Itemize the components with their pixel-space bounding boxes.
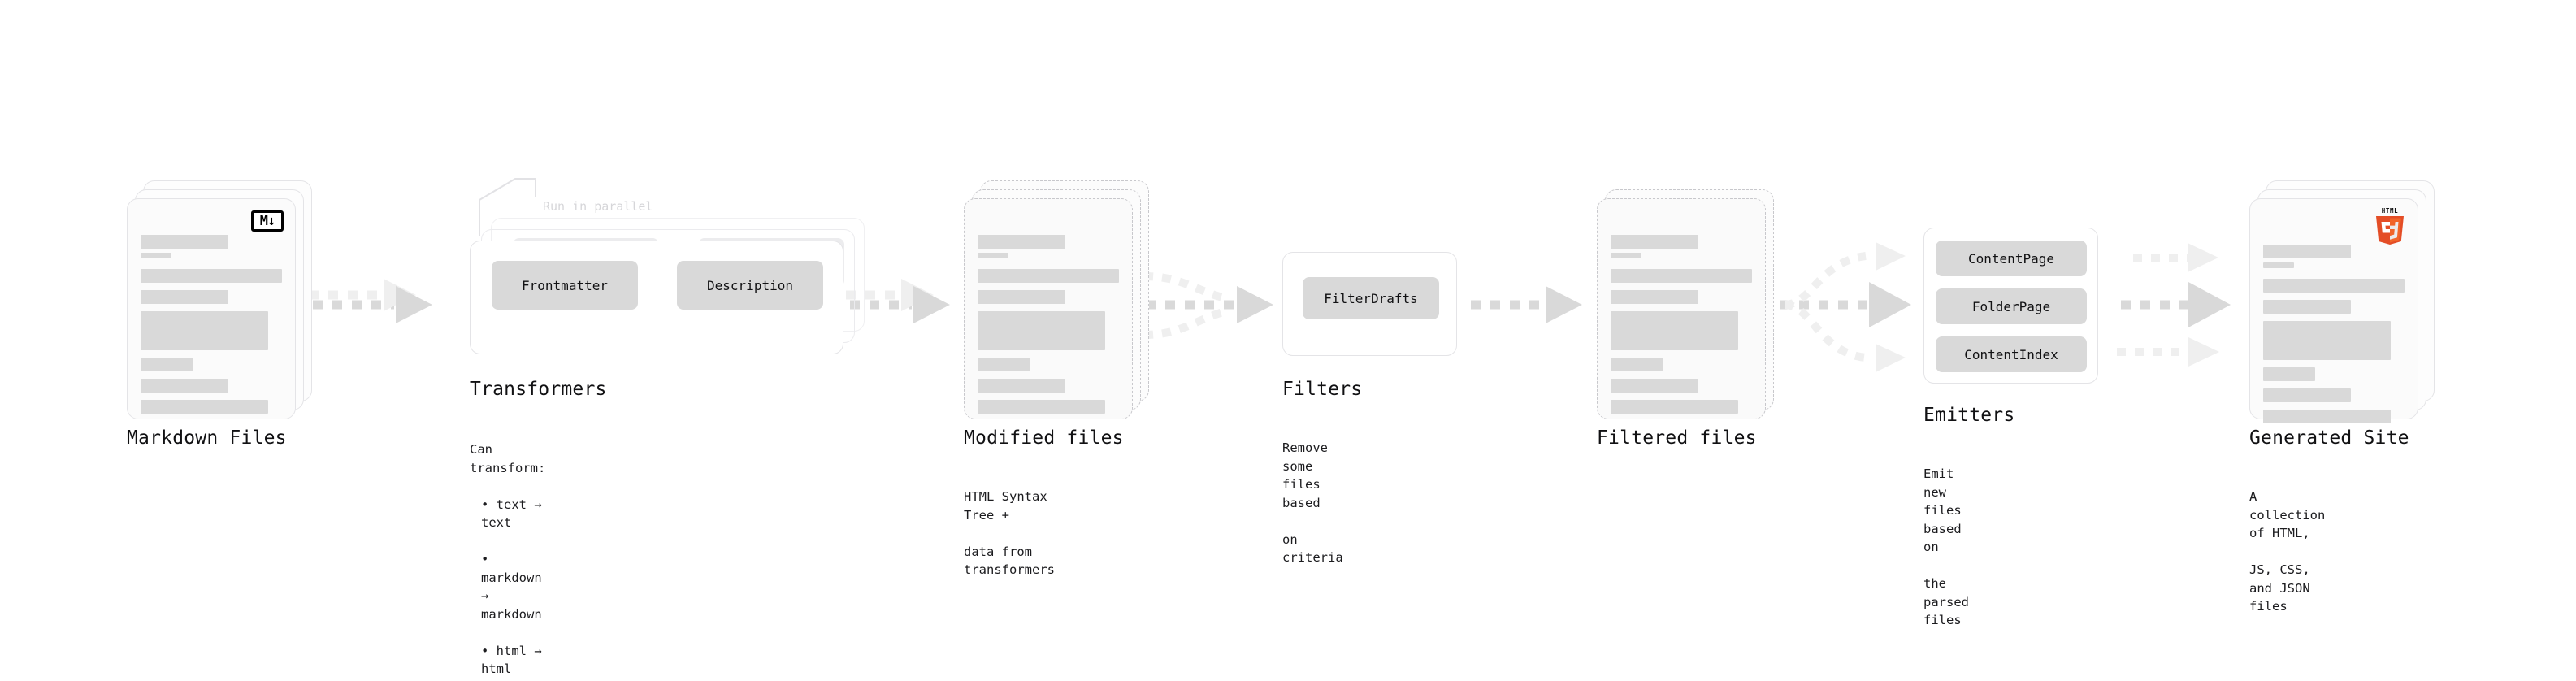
connector-markdown-to-transformers: [309, 279, 432, 323]
doc-line: [141, 379, 228, 393]
doc-placeholder-lines: [1611, 235, 1752, 421]
emitter-chip-folderpage[interactable]: FolderPage: [1936, 288, 2087, 324]
caption-line: • markdown → markdown: [481, 552, 542, 622]
caption-line: Can transform:: [470, 442, 546, 475]
emitter-chip-contentpage[interactable]: ContentPage: [1936, 241, 2087, 276]
doc-line: [978, 311, 1105, 350]
doc-placeholder-lines: [2263, 245, 2405, 431]
doc-line: [141, 358, 193, 371]
connector-modified-to-filters: [1143, 272, 1273, 339]
doc-line: [2263, 245, 2351, 258]
doc-line: [1611, 400, 1738, 414]
doc-line: [1611, 358, 1663, 371]
stage-caption-filters: Remove some files based on criteria: [1282, 421, 1343, 585]
stage-label-markdown-files: Markdown Files: [127, 427, 287, 449]
doc-line: [1611, 379, 1698, 393]
stage-label-emitters: Emitters: [1923, 405, 2015, 426]
transformer-chip-frontmatter[interactable]: Frontmatter: [492, 261, 638, 310]
stage-label-transformers: Transformers: [470, 379, 607, 400]
doc-line: [2263, 388, 2351, 402]
doc-line: [141, 269, 282, 283]
connector-emitters-to-site: [2117, 243, 2231, 367]
doc-line: [1611, 290, 1698, 304]
generated-doc-front-html: HTML: [2249, 198, 2418, 423]
doc-line: [1611, 311, 1738, 350]
transformer-layer-front: Frontmatter Description: [470, 241, 843, 354]
doc-placeholder-lines: [141, 235, 282, 421]
html5-shield-icon: HTML: [2376, 207, 2404, 245]
doc-line: [2263, 300, 2351, 314]
caption-line: the parsed files: [1923, 576, 1969, 628]
caption-line: Remove some files based: [1282, 440, 1328, 510]
doc-line: [141, 253, 172, 258]
caption-line: • text → text: [481, 497, 542, 531]
caption-line: A collection of HTML,: [2249, 489, 2326, 541]
svg-text:HTML: HTML: [2382, 207, 2398, 215]
stage-caption-modified-files: HTML Syntax Tree + data from transformer…: [964, 470, 1055, 597]
doc-line: [141, 311, 268, 350]
caption-line: data from transformers: [964, 544, 1055, 578]
doc-line: [2263, 367, 2316, 381]
markdown-badge-glyph: M↓: [251, 210, 284, 232]
emitter-chip-contentindex[interactable]: ContentIndex: [1936, 336, 2087, 372]
modified-doc-front: [964, 198, 1133, 419]
doc-line: [2263, 321, 2391, 360]
doc-line: [2263, 410, 2391, 423]
emitters-box: ContentPage FolderPage ContentIndex: [1923, 228, 2098, 384]
doc-line: [141, 290, 228, 304]
markdown-badge: M↓: [251, 210, 284, 232]
stage-caption-transformers: Can transform: • text → text • markdown …: [470, 423, 545, 681]
filters-box: FilterDrafts: [1282, 252, 1457, 356]
connector-filters-to-filtered: [1471, 286, 1582, 323]
caption-line: • html → html: [481, 643, 542, 677]
filter-chip-filterdrafts[interactable]: FilterDrafts: [1303, 277, 1439, 319]
doc-line: [2263, 279, 2405, 293]
filtered-doc-front: [1597, 198, 1766, 419]
markdown-doc-front: M↓: [127, 198, 296, 419]
caption-line: Emit new files based on: [1923, 466, 1962, 555]
doc-placeholder-lines: [978, 235, 1119, 421]
stage-caption-emitters: Emit new files based on the parsed files: [1923, 447, 1969, 648]
html5-badge: HTML: [2372, 206, 2408, 248]
doc-line: [978, 269, 1119, 283]
stage-label-filters: Filters: [1282, 379, 1363, 400]
doc-line: [1611, 235, 1698, 249]
stage-label-modified-files: Modified files: [964, 427, 1124, 449]
stage-label-generated-site: Generated Site: [2249, 427, 2409, 449]
stage-caption-generated-site: A collection of HTML, JS, CSS, and JSON …: [2249, 470, 2325, 634]
doc-line: [1611, 253, 1642, 258]
doc-line: [978, 253, 1009, 258]
caption-line: JS, CSS, and JSON files: [2249, 562, 2310, 614]
connector-filtered-to-emitters: [1780, 242, 1911, 372]
doc-line: [978, 379, 1065, 393]
doc-line: [141, 235, 228, 249]
caption-line: HTML Syntax Tree +: [964, 489, 1047, 523]
doc-line: [978, 400, 1105, 414]
stage-label-filtered-files: Filtered files: [1597, 427, 1757, 449]
doc-line: [978, 358, 1030, 371]
doc-line: [1611, 269, 1752, 283]
run-in-parallel-label: Run in parallel: [543, 199, 653, 214]
transformer-chip-description[interactable]: Description: [677, 261, 823, 310]
doc-line: [2263, 262, 2295, 268]
doc-line: [141, 400, 268, 414]
doc-line: [978, 235, 1065, 249]
doc-line: [978, 290, 1065, 304]
caption-line: on criteria: [1282, 531, 1343, 566]
